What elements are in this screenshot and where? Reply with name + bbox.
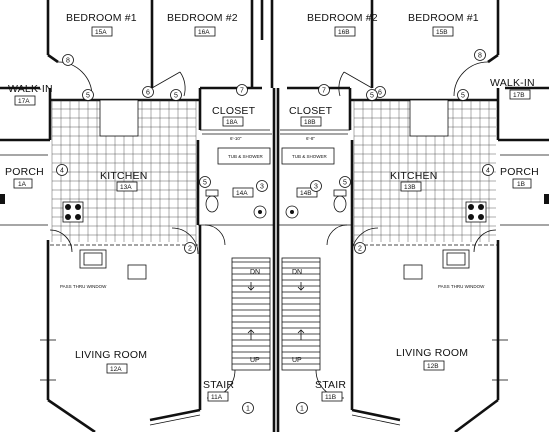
- room-label-stair-b: STAIR: [315, 379, 346, 391]
- door-tag-t5a3: 5: [199, 176, 211, 188]
- door-tag-label: 5: [370, 93, 374, 100]
- door-tag-label: 5: [343, 180, 347, 187]
- fixtures: [62, 99, 487, 280]
- room-label-porch-b: PORCH: [500, 166, 539, 178]
- note-closet-dim-b: 6'-8": [306, 136, 315, 141]
- kitchen-tile-a: [51, 99, 197, 242]
- stair-dn-b: DN: [292, 269, 302, 276]
- room-num-14a: 14A: [236, 190, 248, 197]
- door-tag-label: 6: [378, 90, 382, 97]
- room-label-living-a: LIVING ROOM: [75, 349, 147, 361]
- note-tub-a: TUB & SHOWER: [228, 154, 264, 159]
- windows: [40, 339, 508, 426]
- room-num-1a: 1A: [18, 181, 27, 188]
- note-closet-dim-a: 6'-10": [230, 136, 242, 141]
- room-num-12a: 12A: [110, 366, 122, 373]
- kitchen-tile-b: [353, 99, 496, 242]
- room-label-bedroom-2a: BEDROOM #2: [167, 12, 238, 24]
- door-tag-label: 2: [358, 246, 362, 253]
- room-num-15b: 15B: [436, 29, 448, 36]
- room-num-13a: 13A: [120, 184, 132, 191]
- room-label-walkin-b: WALK-IN: [490, 77, 535, 89]
- room-num-17a: 17A: [18, 98, 30, 105]
- room-num-11a: 11A: [211, 394, 223, 401]
- door-tag-t5b2: 5: [366, 89, 378, 101]
- room-label-living-b: LIVING ROOM: [396, 347, 468, 359]
- stair-dn-a: DN: [250, 269, 260, 276]
- door-tag-label: 1: [300, 406, 304, 413]
- door-tag-label: 5: [461, 93, 465, 100]
- room-label-bedroom-2b: BEDROOM #2: [307, 12, 378, 24]
- door-tag-t4a: 4: [56, 164, 68, 176]
- door-tag-label: 5: [203, 180, 207, 187]
- room-label-kitchen-b: KITCHEN: [390, 170, 438, 182]
- door-tag-t3a: 3: [310, 180, 322, 192]
- room-label-bedroom-1b: BEDROOM #1: [408, 12, 479, 24]
- room-num-18a: 18A: [226, 119, 238, 126]
- door-tag-t5a1: 5: [82, 89, 94, 101]
- room-num-14b: 14B: [300, 190, 312, 197]
- room-num-13b: 13B: [404, 184, 416, 191]
- door-tag-t8a: 8: [62, 54, 74, 66]
- door-tag-t5b1: 5: [457, 89, 469, 101]
- door-tag-label: 2: [188, 246, 192, 253]
- room-num-15a: 15A: [95, 29, 107, 36]
- room-num-16b: 16B: [338, 29, 350, 36]
- door-tag-label: 3: [260, 184, 264, 191]
- room-labels: BEDROOM #1 15A BEDROOM #2 16A BEDROOM #2…: [5, 12, 539, 402]
- door-tag-t2b: 2: [354, 242, 366, 254]
- door-tag-label: 7: [240, 88, 244, 95]
- room-num-1b: 1B: [517, 181, 525, 188]
- room-label-closet-a: CLOSET: [212, 105, 256, 117]
- note-pass-thru-b: PASS THRU WINDOW: [438, 284, 485, 289]
- door-tag-t7a: 7: [236, 84, 248, 96]
- door-tag-label: 7: [322, 88, 326, 95]
- door-tag-t3b: 3: [256, 180, 268, 192]
- stair-treads: [231, 257, 321, 371]
- notes: PASS THRU WINDOW PASS THRU WINDOW TUB & …: [60, 136, 485, 364]
- door-tag-label: 5: [86, 93, 90, 100]
- room-label-porch-a: PORCH: [5, 166, 44, 178]
- note-pass-thru-a: PASS THRU WINDOW: [60, 284, 107, 289]
- door-tag-t8b: 8: [474, 49, 486, 61]
- room-label-walkin-a: WALK-IN: [8, 83, 53, 95]
- door-tag-t7b: 7: [318, 84, 330, 96]
- door-tag-label: 5: [174, 93, 178, 100]
- stair-up-a: UP: [250, 357, 260, 364]
- room-num-18b: 18B: [304, 119, 316, 126]
- door-tag-t5a2: 5: [170, 89, 182, 101]
- door-tag-label: 6: [146, 90, 150, 97]
- room-num-12b: 12B: [427, 363, 439, 370]
- room-label-kitchen-a: KITCHEN: [100, 170, 148, 182]
- note-tub-b: TUB & SHOWER: [292, 154, 328, 159]
- room-num-11b: 11B: [325, 394, 336, 401]
- door-tag-t6a: 6: [142, 86, 154, 98]
- door-tag-label: 4: [486, 168, 490, 175]
- door-tag-label: 4: [60, 168, 64, 175]
- room-label-closet-b: CLOSET: [289, 105, 333, 117]
- door-tag-label: 1: [246, 406, 250, 413]
- stair-up-b: UP: [292, 357, 302, 364]
- room-num-17b: 17B: [513, 92, 525, 99]
- door-tag-t5b3: 5: [339, 176, 351, 188]
- room-label-stair-a: STAIR: [203, 379, 234, 391]
- room-label-bedroom-1a: BEDROOM #1: [66, 12, 137, 24]
- door-tag-t1b: 1: [296, 402, 308, 414]
- door-tag-label: 3: [314, 184, 318, 191]
- door-tag-t2a: 2: [184, 242, 196, 254]
- door-tag-label: 8: [66, 58, 70, 65]
- door-tag-label: 8: [478, 53, 482, 60]
- door-tag-t4b: 4: [482, 164, 494, 176]
- room-num-16a: 16A: [198, 29, 210, 36]
- door-tag-t1a: 1: [242, 402, 254, 414]
